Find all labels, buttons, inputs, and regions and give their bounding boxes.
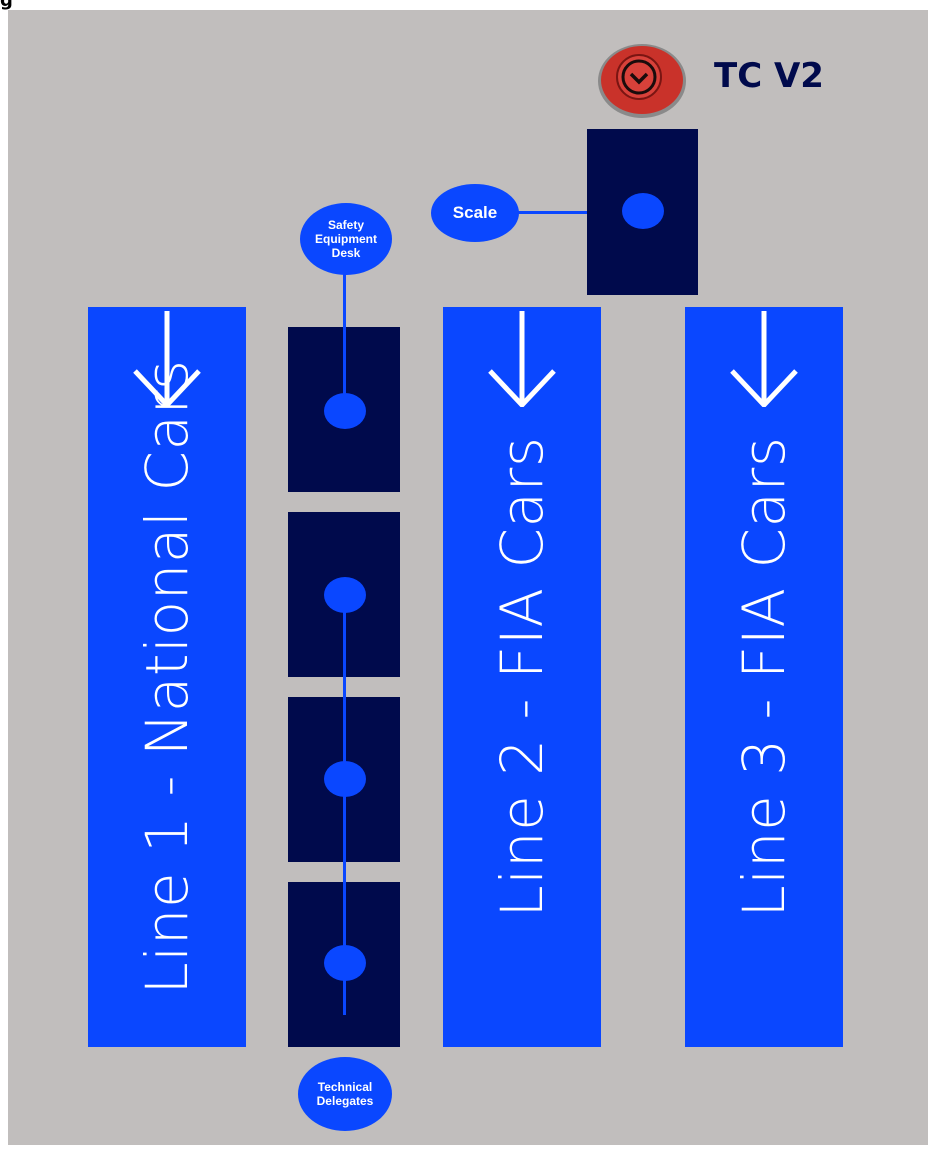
diagram-canvas: Line 1 - National Cars Line 2 - FIA Cars… — [8, 10, 928, 1145]
lane-label: Line 1 - National Cars — [133, 359, 201, 995]
lane-label: Line 2 - FIA Cars — [488, 436, 556, 918]
corner-label: g — [0, 0, 13, 11]
station-safety-equipment-desk: Safety Equipment Desk — [300, 203, 392, 275]
node-booth-4 — [324, 945, 366, 981]
node-safety — [324, 393, 366, 429]
tc-toggle-button[interactable] — [598, 44, 686, 118]
button-face — [616, 54, 662, 100]
connector-line-safety-front — [343, 327, 346, 415]
lane-line-1: Line 1 - National Cars — [88, 307, 246, 1047]
connector-line-technical-front — [343, 595, 346, 1015]
station-technical-delegates: Technical Delegates — [298, 1057, 392, 1131]
arrow-down-icon — [133, 311, 201, 407]
arrow-down-icon — [488, 311, 556, 407]
lane-label: Line 3 - FIA Cars — [730, 436, 798, 918]
station-scale: Scale — [431, 184, 519, 242]
connector-line-scale — [513, 211, 641, 214]
node-booth-2 — [324, 577, 366, 613]
lane-line-3: Line 3 - FIA Cars — [685, 307, 843, 1047]
node-booth-3 — [324, 761, 366, 797]
chevron-down-icon — [621, 59, 657, 95]
arrow-down-icon — [730, 311, 798, 407]
node-scale — [622, 193, 664, 229]
lane-line-2: Line 2 - FIA Cars — [443, 307, 601, 1047]
page-title: TC V2 — [714, 56, 824, 96]
